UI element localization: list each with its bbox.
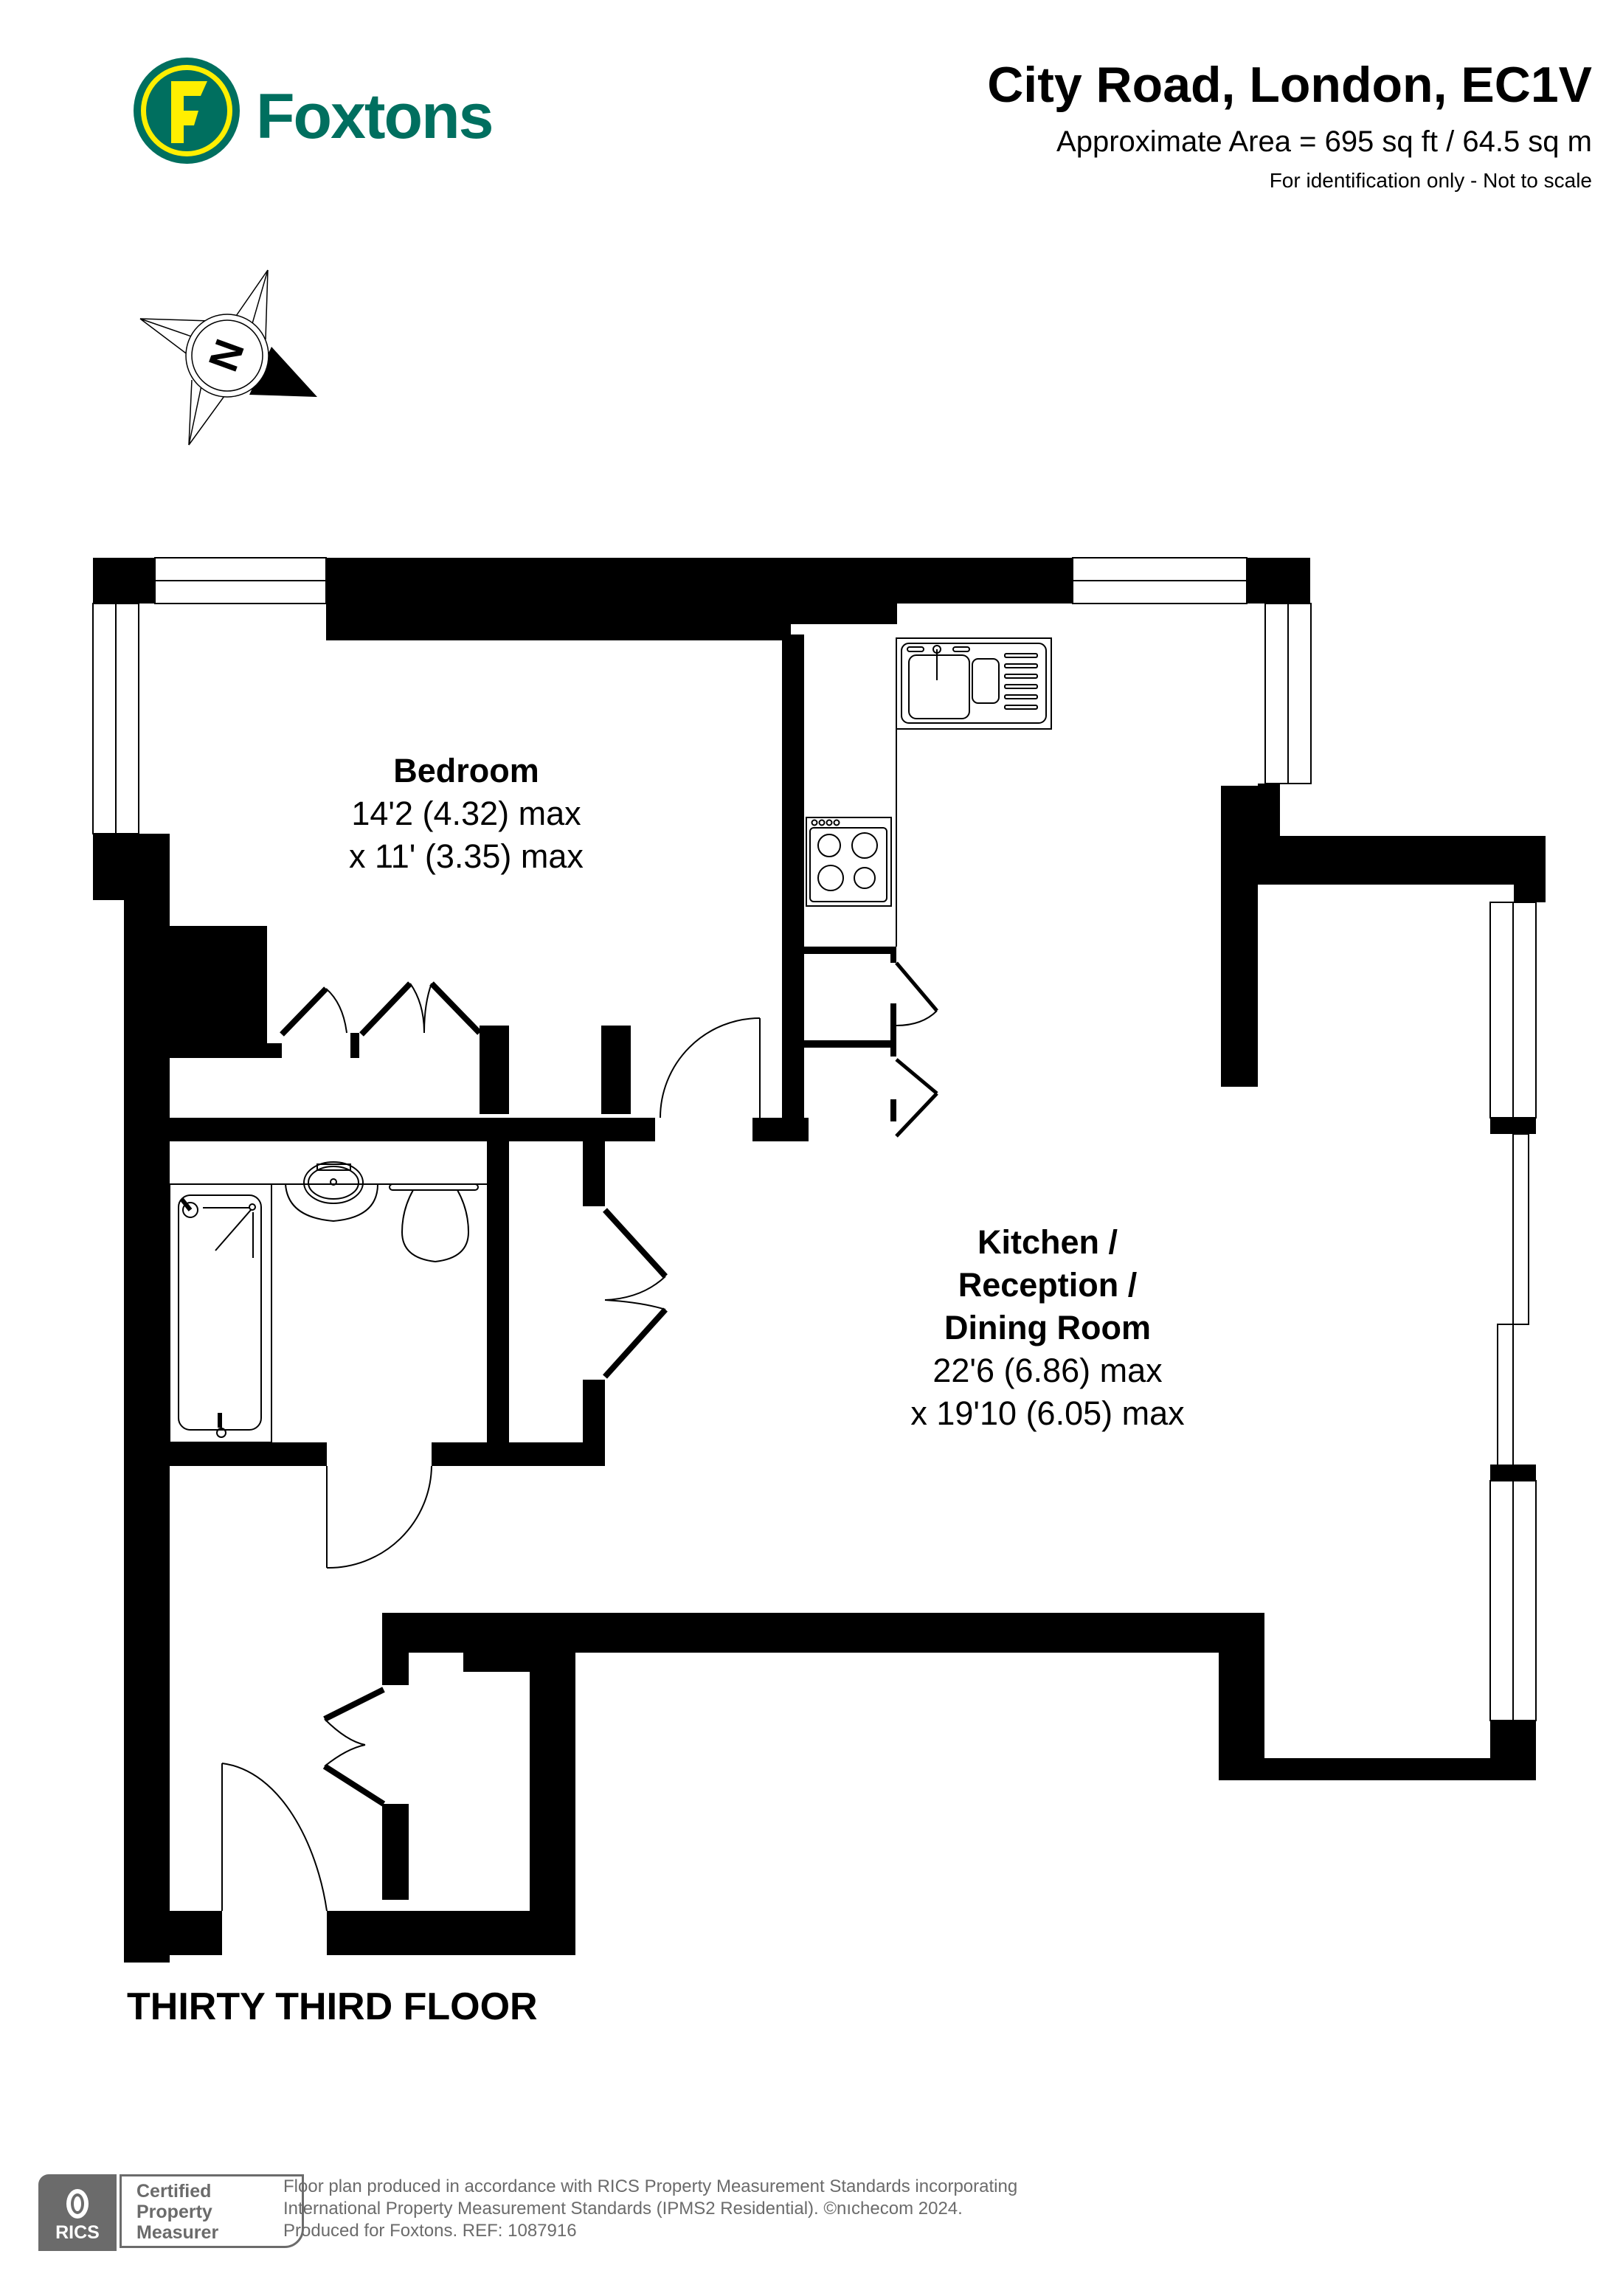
certified-measurer-badge: Certified Property Measurer <box>120 2174 304 2248</box>
rics-lion-icon <box>66 2189 89 2219</box>
footer-line: Produced for Foxtons. REF: 1087916 <box>283 2221 577 2241</box>
room-name: Dining Room <box>944 1309 1151 1346</box>
room-name: Reception / <box>958 1266 1138 1304</box>
room-label-kitchen-reception-dining: Kitchen / Reception / Dining Room 22'6 (… <box>848 1221 1247 1435</box>
cert-line: Certified <box>136 2181 212 2202</box>
floor-label: THIRTY THIRD FLOOR <box>127 1985 538 2028</box>
foxtons-logo: Foxtons <box>129 52 498 170</box>
footer: RICS Certified Property Measurer Floor p… <box>38 2173 1145 2261</box>
room-dimension: 22'6 (6.86) max <box>932 1352 1163 1389</box>
footer-line: International Property Measurement Stand… <box>283 2199 963 2219</box>
kitchen-fixtures <box>806 637 1052 947</box>
room-dimension: x 11' (3.35) max <box>349 837 584 875</box>
toilet-icon <box>401 1189 470 1263</box>
room-name: Bedroom <box>393 752 539 789</box>
property-title: City Road, London, EC1V <box>987 57 1592 113</box>
doors <box>221 1017 761 1912</box>
footer-notes: Floor plan produced in accordance with R… <box>283 2176 1017 2242</box>
rics-badge: RICS <box>38 2174 117 2251</box>
washbasin-icon <box>285 1183 378 1223</box>
bath-icon <box>169 1183 272 1443</box>
compass-rose: N <box>125 258 347 465</box>
foxtons-logo-icon: Foxtons <box>134 58 494 164</box>
room-label-bedroom: Bedroom 14'2 (4.32) max x 11' (3.35) max <box>319 750 614 878</box>
approximate-area: Approximate Area = 695 sq ft / 64.5 sq m <box>1056 125 1592 158</box>
scale-disclaimer: For identification only - Not to scale <box>1269 169 1592 192</box>
cert-line: Measurer <box>136 2222 219 2243</box>
windows <box>92 557 1537 1721</box>
hob-icon <box>806 817 892 907</box>
room-name: Kitchen / <box>977 1223 1118 1261</box>
room-dimension: x 19'10 (6.05) max <box>910 1394 1185 1432</box>
toilet-cistern <box>389 1183 479 1191</box>
wardrobe-doors <box>280 961 938 1807</box>
svg-text:Foxtons: Foxtons <box>256 81 492 152</box>
room-dimension: 14'2 (4.32) max <box>351 795 581 832</box>
rics-label: RICS <box>55 2222 100 2243</box>
footer-line: Floor plan produced in accordance with R… <box>283 2176 1018 2196</box>
cert-line: Property <box>136 2202 212 2222</box>
header-block: City Road, London, EC1V Approximate Area… <box>987 55 1592 196</box>
compass-north-icon: N <box>139 269 317 446</box>
bathroom-fixtures <box>169 1161 487 1443</box>
sink-icon <box>901 643 1047 724</box>
walls <box>93 558 1546 1963</box>
